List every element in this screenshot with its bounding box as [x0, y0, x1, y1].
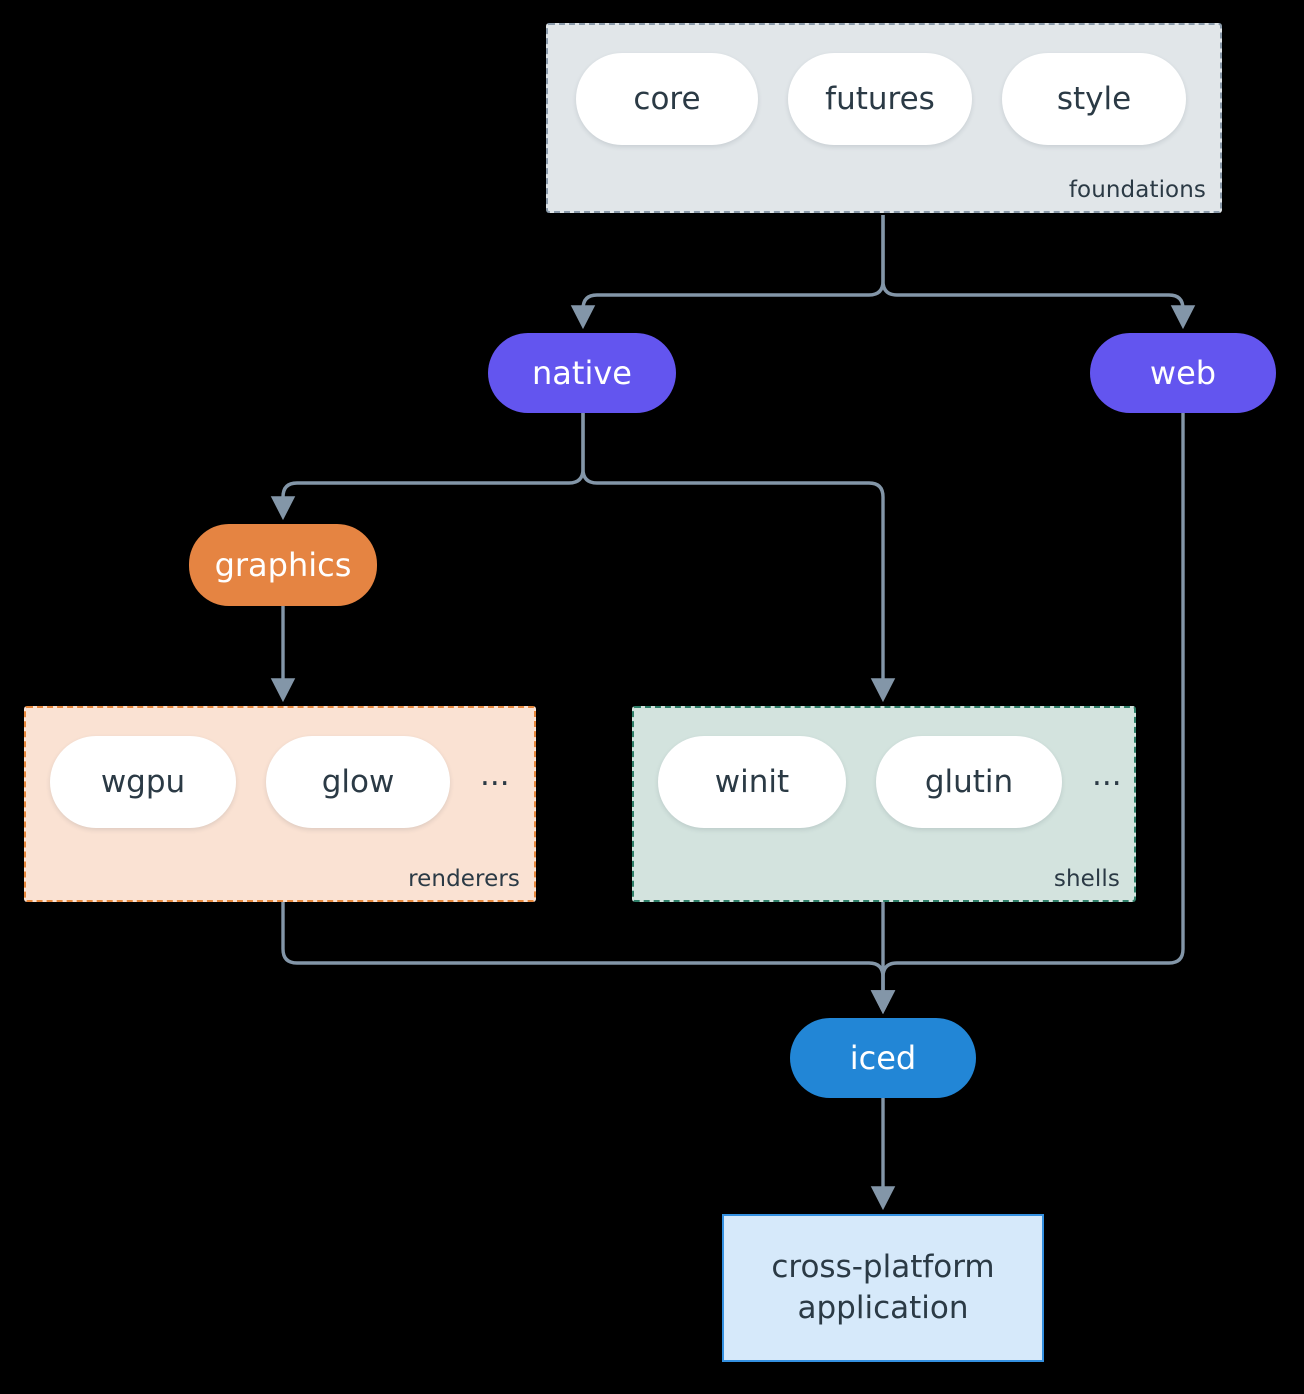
node-cross-platform-application[interactable]: cross-platform application — [722, 1214, 1044, 1362]
edge-renderers-iced — [281, 902, 896, 1015]
group-foundations: core futures style foundations — [546, 23, 1222, 213]
shells-more-ellipsis: ... — [1092, 756, 1122, 793]
node-graphics[interactable]: graphics — [189, 524, 377, 606]
group-foundations-label: foundations — [1068, 177, 1206, 203]
renderers-items: wgpu glow ... — [50, 736, 510, 828]
node-graphics-label: graphics — [214, 546, 352, 584]
shells-items: winit glutin ... — [658, 736, 1122, 828]
item-glutin-label: glutin — [924, 764, 1014, 800]
item-winit-label: winit — [714, 764, 790, 800]
item-wgpu[interactable]: wgpu — [50, 736, 236, 828]
item-core[interactable]: core — [576, 53, 758, 145]
node-native-label: native — [532, 354, 632, 392]
item-glutin[interactable]: glutin — [876, 736, 1062, 828]
node-web-label: web — [1149, 354, 1217, 392]
item-futures[interactable]: futures — [788, 53, 972, 145]
node-native[interactable]: native — [488, 333, 676, 413]
item-wgpu-label: wgpu — [100, 764, 186, 800]
foundations-items: core futures style — [576, 53, 1186, 145]
group-renderers-label: renderers — [408, 866, 520, 892]
group-shells: winit glutin ... shells — [632, 706, 1136, 902]
item-core-label: core — [633, 81, 701, 117]
node-web[interactable]: web — [1090, 333, 1276, 413]
edge-foundations-web — [881, 215, 1196, 330]
item-glow[interactable]: glow — [266, 736, 450, 828]
node-iced[interactable]: iced — [790, 1018, 976, 1098]
node-iced-label: iced — [849, 1039, 917, 1077]
group-renderers: wgpu glow ... renderers — [24, 706, 536, 902]
renderers-more-ellipsis: ... — [480, 756, 510, 793]
item-style-label: style — [1056, 81, 1132, 117]
group-shells-label: shells — [1053, 866, 1120, 892]
item-style[interactable]: style — [1002, 53, 1186, 145]
item-glow-label: glow — [321, 764, 395, 800]
edge-foundations-native — [570, 215, 885, 330]
edge-native-graphics — [270, 413, 585, 521]
edge-native-shells — [581, 413, 896, 703]
item-winit[interactable]: winit — [658, 736, 846, 828]
item-futures-label: futures — [825, 81, 935, 117]
application-line-2: application — [797, 1290, 969, 1326]
application-line-1: cross-platform — [771, 1249, 995, 1286]
